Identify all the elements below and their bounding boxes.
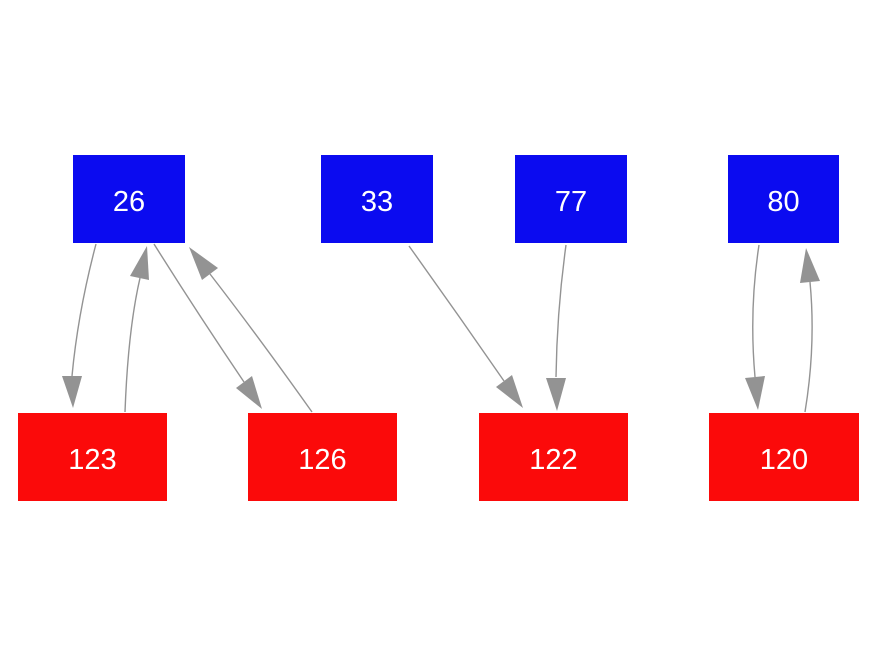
node-26: 26 <box>73 155 185 243</box>
arrowhead-120-80 <box>800 248 820 283</box>
node-label: 120 <box>759 443 809 476</box>
node-33: 33 <box>321 155 433 243</box>
node-123: 123 <box>18 413 167 501</box>
arrowhead-77-122 <box>546 378 566 411</box>
edge-123-26 <box>124 277 141 413</box>
node-label: 33 <box>360 185 394 218</box>
arrowhead-80-120 <box>745 376 765 410</box>
edge-80-120 <box>752 244 760 378</box>
node-label: 80 <box>767 185 800 218</box>
node-122: 122 <box>479 413 628 501</box>
node-77: 77 <box>515 155 627 243</box>
node-label: 123 <box>68 443 117 476</box>
edge-33-122 <box>408 245 505 382</box>
edge-26-123 <box>71 243 97 377</box>
arrowhead-33-122 <box>496 375 523 408</box>
arrowhead-123-26 <box>130 246 149 280</box>
node-label: 122 <box>529 443 578 476</box>
arrowhead-126-26 <box>189 247 218 280</box>
node-126: 126 <box>248 413 397 501</box>
arrowhead-26-123 <box>62 376 82 408</box>
arrowhead-26-126 <box>236 376 262 409</box>
node-80: 80 <box>728 155 839 243</box>
edge-126-26 <box>209 273 313 413</box>
node-label: 26 <box>112 185 146 218</box>
edge-77-122 <box>555 244 567 378</box>
node-label: 77 <box>554 185 588 218</box>
node-120: 120 <box>709 413 859 501</box>
edge-120-80 <box>804 281 813 413</box>
node-label: 126 <box>298 443 347 476</box>
edge-26-126 <box>153 243 245 383</box>
